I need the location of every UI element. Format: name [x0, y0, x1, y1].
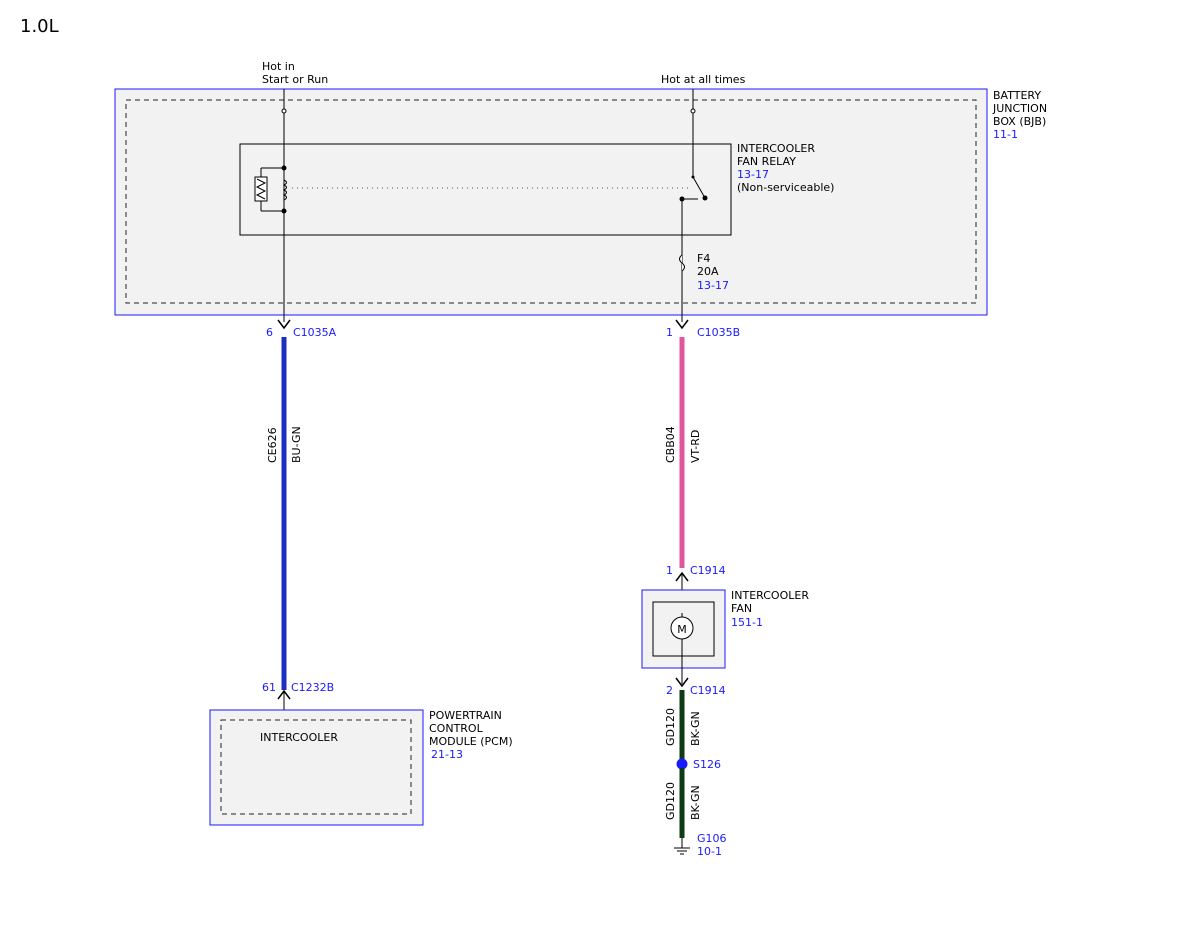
fuse-symbol [679, 254, 685, 272]
left-entry-node [281, 108, 287, 114]
c1914-pin2: 2 [666, 684, 673, 697]
wire-cbb04-color: VT-RD [689, 430, 702, 463]
fuse-name: F4 [697, 252, 710, 265]
source-run-line1: Hot in [262, 60, 295, 73]
pcm-label-line2: CONTROL [429, 722, 484, 735]
c1914-pin1-connector-symbol [675, 571, 689, 582]
fan-label-line1: INTERCOOLER [731, 589, 809, 602]
fan-label-line2: FAN [731, 602, 752, 615]
pcm-inner-dashed [220, 719, 412, 815]
c1035b-pin: 1 [666, 326, 673, 339]
relay-ref: 13-17 [737, 168, 769, 181]
fan-ref: 151-1 [731, 616, 763, 629]
pcm-ref: 21-13 [431, 748, 463, 761]
source-always: Hot at all times [661, 73, 746, 86]
c1035b-connector-symbol [675, 319, 689, 330]
wire-ce626-color: BU-GN [290, 426, 303, 463]
relay-label-line2: FAN RELAY [737, 155, 796, 168]
splice-s126 [676, 758, 688, 770]
wire-ce626-circuit: CE626 [266, 427, 279, 463]
c1232b-name: C1232B [291, 681, 334, 694]
fuse-rating: 20A [697, 265, 719, 278]
c1914-pin2-connector-symbol [675, 677, 689, 688]
splice-s126-name: S126 [693, 758, 721, 771]
ground-symbol [674, 838, 690, 855]
relay-label-line1: INTERCOOLER [737, 142, 815, 155]
relay-box [239, 143, 732, 236]
relay-note: (Non-serviceable) [737, 181, 834, 194]
bjb-label-line1: BATTERY [993, 89, 1041, 102]
wire-gd120-lower-color: BK-GN [689, 785, 702, 820]
wire-gd120-upper-circuit: GD120 [664, 708, 677, 746]
relay-switch-symbol [679, 175, 708, 202]
c1232b-connector-symbol [277, 689, 291, 700]
c1035a-pin: 6 [266, 326, 273, 339]
bjb-ref: 11-1 [993, 128, 1018, 141]
source-run-line2: Start or Run [262, 73, 328, 86]
c1035b-name: C1035B [697, 326, 740, 339]
pcm-label-line1: POWERTRAIN [429, 709, 502, 722]
c1914-pin1: 1 [666, 564, 673, 577]
fuse-ref: 13-17 [697, 279, 729, 292]
fan-motor-letter: M [677, 623, 687, 636]
ground-g106-ref: 10-1 [697, 845, 722, 858]
battery-junction-box [114, 88, 988, 316]
right-entry-node [690, 108, 696, 114]
wire-gd120-lower-circuit: GD120 [664, 782, 677, 820]
ground-g106-name: G106 [697, 832, 727, 845]
pcm-label-line3: MODULE (PCM) [429, 735, 513, 748]
bjb-label-line3: BOX (BJB) [993, 115, 1046, 128]
c1035a-connector-symbol [277, 319, 291, 330]
c1914-pin2-name: C1914 [690, 684, 726, 697]
page-title: 1.0L [20, 16, 59, 37]
relay-coil-symbol [254, 165, 287, 214]
wire-gd120-upper-color: BK-GN [689, 711, 702, 746]
bjb-label-line2: JUNCTION [992, 102, 1047, 115]
c1914-pin1-name: C1914 [690, 564, 726, 577]
pcm-inner-label: INTERCOOLER [260, 731, 338, 744]
wire-cbb04-circuit: CBB04 [664, 426, 677, 463]
c1232b-pin: 61 [262, 681, 276, 694]
c1035a-name: C1035A [293, 326, 337, 339]
